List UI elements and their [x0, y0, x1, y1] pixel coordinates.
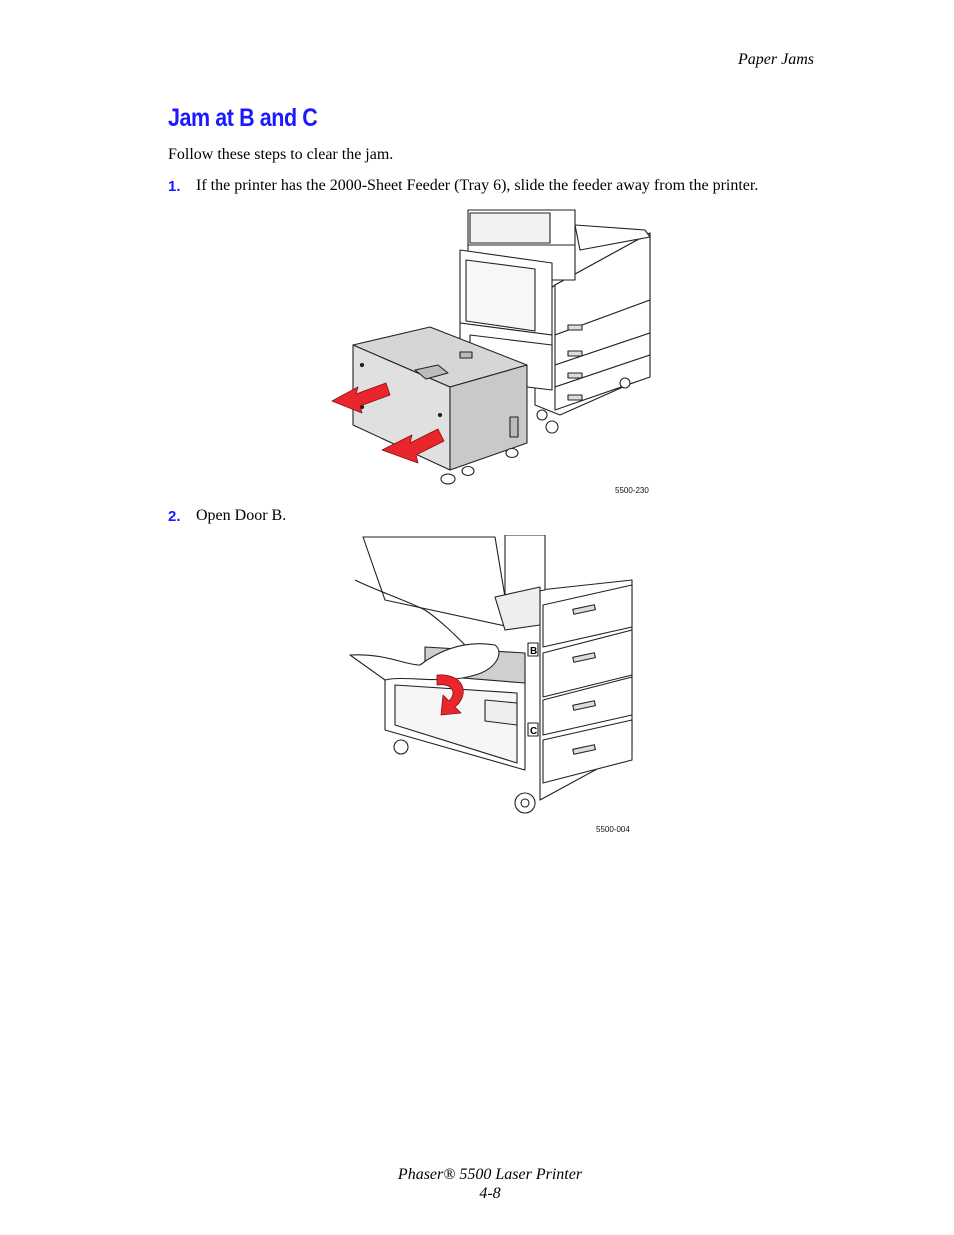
door-b-illustration: B C: [345, 534, 640, 830]
step-number: 2.: [168, 508, 181, 525]
feeder-illustration: [320, 205, 660, 500]
step-text: Open Door B.: [196, 507, 287, 524]
page-number: 4-8: [479, 1185, 501, 1202]
open-door-arrow: [436, 674, 464, 716]
running-head: Paper Jams: [738, 51, 814, 68]
pull-arrow-lower: [381, 428, 445, 464]
step-text: If the printer has the 2000-Sheet Feeder…: [196, 177, 759, 194]
door-c-label: C: [530, 726, 537, 737]
step-number: 1.: [168, 178, 181, 195]
intro-text: Follow these steps to clear the jam.: [168, 146, 394, 163]
page-title: Jam at B and C: [168, 104, 318, 132]
figure-id: 5500-230: [615, 486, 649, 495]
pull-arrow-upper: [331, 382, 391, 414]
door-b-label: B: [530, 646, 537, 657]
footer-product: Phaser® 5500 Laser Printer: [397, 1166, 583, 1183]
figure-id: 5500-004: [596, 825, 630, 834]
